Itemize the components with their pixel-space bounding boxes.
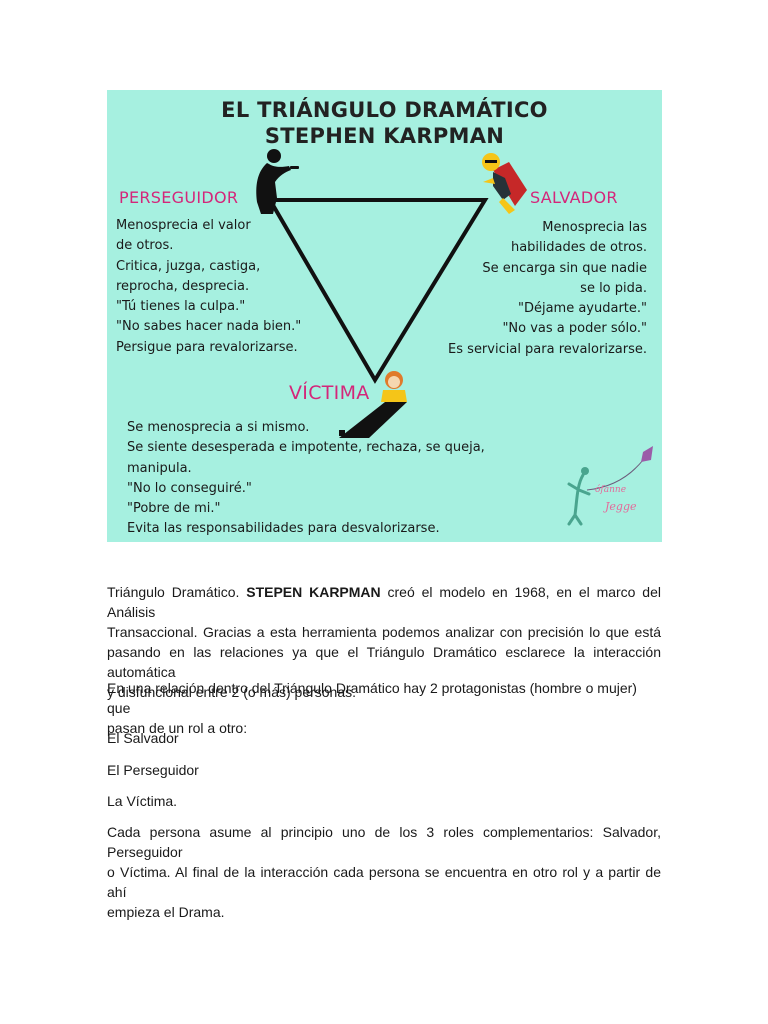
perseguidor-line: Persigue para revalorizarse. <box>116 338 301 358</box>
drama-line-2: o Víctima. Al final de la interacción ca… <box>107 862 661 902</box>
author-name: STEPEN KARPMAN <box>246 584 380 600</box>
role-perseguidor-item: El Perseguidor <box>107 760 661 780</box>
victima-line: "Pobre de mi." <box>127 499 485 519</box>
intro-prefix: Triángulo Dramático. <box>107 584 246 600</box>
poster-subtitle: STEPHEN KARPMAN <box>107 124 662 148</box>
perseguidor-line: "No sabes hacer nada bien." <box>116 317 301 337</box>
author-watermark-logo: ófanne Jegge <box>569 446 653 524</box>
salvador-line: Menosprecia las <box>448 218 647 238</box>
salvador-line: "Déjame ayudarte." <box>448 299 647 319</box>
victima-label: VÍCTIMA <box>289 382 370 404</box>
victima-line: manipula. <box>127 459 485 479</box>
salvador-line: se lo pida. <box>448 279 647 299</box>
perseguidor-line: "Tú tienes la culpa." <box>116 297 301 317</box>
roles-line-1: En una relación dentro del Triángulo Dra… <box>107 678 661 718</box>
perseguidor-label: PERSEGUIDOR <box>119 188 238 207</box>
drama-line-1: Cada persona asume al principio uno de l… <box>107 822 661 862</box>
role-victima-item: La Víctima. <box>107 791 661 811</box>
perseguidor-line: Menosprecia el valor <box>116 216 301 236</box>
perseguidor-description: Menosprecia el valor de otros. Critica, … <box>116 216 301 358</box>
perseguidor-line: de otros. <box>116 236 301 256</box>
salvador-line: "No vas a poder sólo." <box>448 319 647 339</box>
svg-text:ófanne: ófanne <box>595 484 626 495</box>
intro-line-1: Triángulo Dramático. STEPEN KARPMAN creó… <box>107 582 661 622</box>
karpman-triangle-poster: ófanne Jegge EL TRIÁNGULO DRAMÁTICO STEP… <box>107 90 662 542</box>
salvador-line: Es servicial para revalorizarse. <box>448 340 647 360</box>
salvador-line: habilidades de otros. <box>448 238 647 258</box>
victima-line: Evita las responsabilidades para desvalo… <box>127 519 485 539</box>
perseguidor-figure-icon <box>256 149 299 214</box>
drama-paragraph: Cada persona asume al principio uno de l… <box>107 822 661 922</box>
salvador-line: Se encarga sin que nadie <box>448 259 647 279</box>
victima-line: Se menosprecia a si mismo. <box>127 418 485 438</box>
intro-line-3: pasando en las relaciones ya que el Triá… <box>107 642 661 682</box>
svg-text:Jegge: Jegge <box>603 500 637 513</box>
salvador-superhero-icon <box>482 153 527 214</box>
victima-description: Se menosprecia a si mismo. Se siente des… <box>127 418 485 540</box>
victima-figure-icon <box>381 371 407 402</box>
victima-line: "No lo conseguiré." <box>127 479 485 499</box>
salvador-label: SALVADOR <box>530 188 618 207</box>
salvador-description: Menosprecia las habilidades de otros. Se… <box>448 218 647 360</box>
perseguidor-line: Critica, juzga, castiga, <box>116 257 301 277</box>
victima-line: Se siente desesperada e impotente, recha… <box>127 438 485 458</box>
drama-line-3: empieza el Drama. <box>107 902 661 922</box>
poster-title: EL TRIÁNGULO DRAMÁTICO <box>107 98 662 122</box>
intro-line-2: Transaccional. Gracias a esta herramient… <box>107 622 661 642</box>
perseguidor-line: reprocha, desprecia. <box>116 277 301 297</box>
role-salvador-item: El Salvador <box>107 728 661 748</box>
